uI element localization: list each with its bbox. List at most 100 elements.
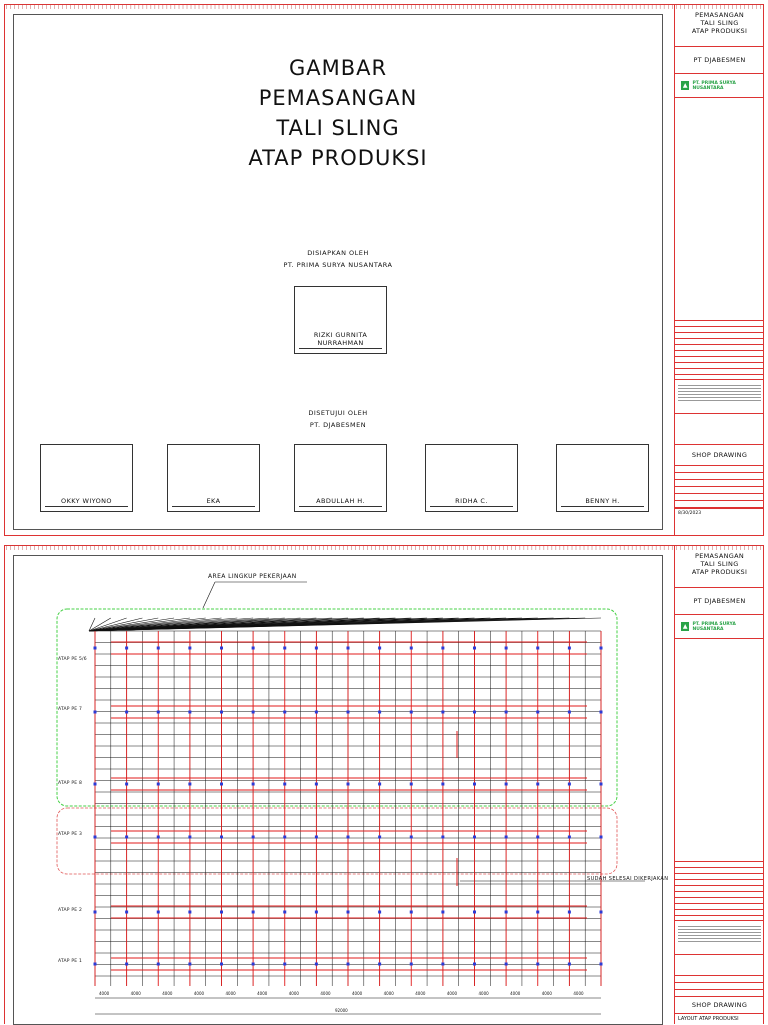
anchor-node [599,646,603,650]
cover-title-line: PEMASANGAN [258,86,418,110]
title-block-project: PEMASANGAN TALI SLING ATAP PRODUKSI [675,546,764,588]
anchor-node [220,910,223,914]
approver-name: ABDULLAH H. [316,497,365,505]
anchor-node [125,710,129,714]
anchor-node [93,646,97,650]
anchor-node [473,710,476,714]
anchor-node [251,962,255,966]
revision-table [675,321,764,380]
anchor-node [93,835,97,839]
anchor-node [188,646,192,650]
bay-dimension-label: 4000 [130,991,141,996]
anchor-node [220,782,223,786]
done-area-outline [56,807,618,875]
anchor-node [283,910,287,914]
anchor-node [378,835,382,839]
title-block: PEMASANGAN TALI SLING ATAP PRODUKSI PT D… [674,546,764,1024]
anchor-node [251,710,255,714]
anchor-node [283,835,287,839]
anchor-node [188,710,192,714]
company-logo-icon: ▲ [681,622,690,631]
revision-table [675,862,764,921]
drawing-type: SHOP DRAWING [675,997,764,1014]
prepared-by-company: PT. PRIMA SURYA NUSANTARA [283,261,393,269]
anchor-node [156,710,160,714]
anchor-node [378,962,382,966]
cover-title: GAMBAR PEMASANGAN TALI SLING ATAP PRODUK… [13,53,663,173]
anchor-node [473,646,476,650]
anchor-node [536,910,540,914]
bay-dimension-label: 4000 [510,991,521,996]
title-block-blank [675,414,764,445]
title-block-contractor: ▲ PT. PRIMA SURYA NUSANTARA [675,615,764,639]
approver-signature-box: BENNY H. [556,444,649,512]
anchor-node [567,782,571,786]
approver-name: RIDHA C. [455,497,488,505]
approver-signature-box: EKA [167,444,260,512]
project-title-line: PEMASANGAN [695,11,744,19]
anchor-node [156,646,160,650]
title-block-blank [675,955,764,976]
company-logo-icon: ▲ [681,81,690,90]
column-tick [88,617,602,632]
project-title-line: ATAP PRODUKSI [691,568,748,576]
anchor-node [188,782,192,786]
anchor-node [156,962,160,966]
project-title-line: TALI SLING [700,560,739,568]
ruler-ticks: ||||||||||||||||||||||||||||||||||||||||… [5,4,763,9]
cover-title-line: GAMBAR [288,56,388,80]
roof-row-label: ATAP PE 7 [58,707,83,712]
cover-sheet: ||||||||||||||||||||||||||||||||||||||||… [4,4,764,536]
column-tick [88,617,175,632]
anchor-node [314,910,318,914]
column-tick [88,617,127,632]
anchor-node [314,782,318,786]
anchor-node [441,962,445,966]
anchor-node [504,910,508,914]
contractor-name: PT. PRIMA SURYA NUSANTARA [692,621,736,632]
anchor-node [599,910,603,914]
approver-signature-box: OKKY WIYONO [40,444,133,512]
anchor-node [156,835,160,839]
anchor-node [473,835,476,839]
drawing-type: SHOP DRAWING [675,445,764,466]
anchor-node [409,782,413,786]
anchor-node [251,835,255,839]
anchor-node [536,710,540,714]
total-dimension-label: 92000 [335,1008,348,1013]
anchor-node [156,782,160,786]
title-block-client: PT DJABESMEN [675,588,764,615]
anchor-node [409,962,413,966]
anchor-node [188,910,192,914]
title-block-project: PEMASANGAN TALI SLING ATAP PRODUKSI [675,5,764,47]
roof-row-label: ATAP PE 3 [58,832,83,837]
roof-layout-plan [56,581,645,1015]
signature-line [561,506,644,507]
prepared-by-caption: DISIAPKAN OLEH PT. PRIMA SURYA NUSANTARA [13,247,663,271]
anchor-node [504,962,508,966]
anchor-node [409,835,413,839]
roof-row-label: ATAP PE 1 [58,959,83,964]
anchor-node [536,646,540,650]
anchor-node [251,910,255,914]
anchor-node [220,835,223,839]
cover-title-line: TALI SLING [276,116,400,140]
anchor-node [567,646,571,650]
anchor-node [599,782,603,786]
anchor-node [125,835,129,839]
anchor-node [283,646,287,650]
anchor-node [473,962,476,966]
anchor-node [188,962,192,966]
bay-dimension-label: 4000 [193,991,205,996]
preparer-signature-box: RIZKI GURNITA NURRAHMAN [294,286,387,354]
preparer-name: RIZKI GURNITA NURRAHMAN [313,331,368,347]
approver-name: EKA [206,497,221,505]
bay-dimension-label: 4000 [288,991,299,996]
bay-dimension-label: 4000 [352,991,363,996]
prepared-by-label: DISIAPKAN OLEH [307,249,369,257]
cover-title-line: ATAP PRODUKSI [248,146,428,170]
anchor-node [346,646,350,650]
anchor-node [599,710,603,714]
anchor-node [314,962,318,966]
ruler-ticks: ||||||||||||||||||||||||||||||||||||||||… [5,545,763,550]
